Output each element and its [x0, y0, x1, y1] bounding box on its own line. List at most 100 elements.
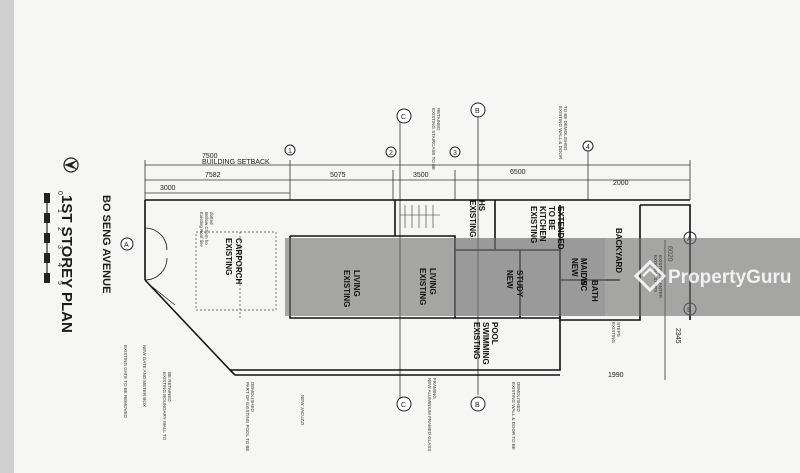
room-labels: EXISTING CARPORCH EXISTING LIVING EXISTI… — [224, 200, 623, 365]
label-kitchen: EXISTING KITCHEN TO BE EXTENDED — [529, 206, 565, 250]
svg-text:dotted: dotted — [209, 212, 214, 225]
staircase — [400, 205, 440, 228]
street-name: BO SENG AVENUE — [100, 195, 112, 293]
svg-text:KITCHEN: KITCHEN — [538, 206, 547, 242]
label-living-1: EXISTING LIVING — [342, 270, 361, 307]
grid-circle-4 — [582, 140, 594, 152]
label-new-study: NEW STUDY — [505, 270, 524, 298]
note-new-jacuzzi: NEW JACUZZI — [300, 395, 305, 425]
svg-text:EXISTING: EXISTING — [529, 206, 538, 243]
dim-2345: 2345 — [674, 328, 681, 344]
svg-text:NEW ALUMINIUM FRAMED GLASS: NEW ALUMINIUM FRAMED GLASS — [427, 378, 432, 451]
note-pool-demolished: PART OF EXISTING POOL TO BE DEMOLISHED — [245, 382, 255, 451]
svg-text:NEW: NEW — [570, 258, 579, 277]
svg-text:Existing Roof line: Existing Roof line — [199, 212, 204, 247]
note-gate-removed: EXISTING GATE TO BE REMOVED — [123, 345, 128, 419]
note-new-gate: NEW GATE AND METER BOX — [142, 345, 147, 407]
svg-text:DEMOLISHED: DEMOLISHED — [516, 382, 521, 413]
svg-text:LIVING: LIVING — [428, 268, 437, 295]
grid-label-b-bottom: B — [475, 402, 480, 409]
svg-text:EXISTING: EXISTING — [224, 238, 233, 275]
scale-tick-3: 3 — [56, 245, 63, 249]
scale-tick-2: 2 — [56, 227, 63, 231]
scale-tick-4: 4 — [56, 263, 63, 267]
dim-1990: 1990 — [608, 372, 624, 379]
svg-text:EXISTING PLANTER: EXISTING PLANTER — [658, 255, 663, 299]
svg-text:EXISTING STAIRCASE TO BE: EXISTING STAIRCASE TO BE — [431, 108, 436, 170]
svg-text:PART OF EXISTING POOL TO BE: PART OF EXISTING POOL TO BE — [245, 382, 250, 451]
grid-label-2: 2 — [389, 150, 393, 157]
svg-text:EXISTING BOUNDARY WALL TO: EXISTING BOUNDARY WALL TO — [162, 372, 167, 441]
dim-2000: 2000 — [613, 180, 629, 187]
svg-text:FRAMING: FRAMING — [432, 378, 437, 399]
svg-text:EXISTING: EXISTING — [418, 268, 427, 305]
svg-text:LIVING: LIVING — [352, 270, 361, 297]
label-maids-wc: NEW MAID'S WC — [570, 258, 588, 292]
svg-text:HS: HS — [477, 200, 486, 212]
dim-6500: 6500 — [510, 169, 526, 176]
dim-5075: 5075 — [330, 172, 346, 179]
svg-text:CARPORCH: CARPORCH — [234, 238, 243, 284]
dim-setback-label: BUILDING SETBACK — [202, 159, 270, 166]
grid-label-4: 4 — [586, 144, 590, 151]
svg-text:Bellow Chem ho: Bellow Chem ho — [204, 212, 209, 245]
label-swimming-pool: EXISTING SWIMMING POOL — [472, 322, 499, 365]
grid-label-a-left: A — [124, 242, 129, 249]
svg-text:POOL: POOL — [490, 322, 499, 345]
grid-circle-c-top — [396, 108, 412, 124]
grid-circle-a-left — [120, 237, 134, 251]
scale-bar: 0 1 2 3 4 5 — [44, 191, 63, 285]
svg-text:MAID'S: MAID'S — [579, 258, 588, 286]
svg-text:STUDY: STUDY — [515, 270, 524, 298]
scale-tick-1: 1 — [56, 209, 63, 213]
note-wall-door-bottom: EXISTING WALL & DOOR TO BE DEMOLISHED — [511, 382, 521, 450]
svg-text:EXISTING WALL & DOOR TO BE: EXISTING WALL & DOOR TO BE — [511, 382, 516, 450]
existing-area-highlight-right — [455, 238, 605, 316]
note-steps-right-2: EXISTING STEPS — [611, 322, 621, 344]
svg-text:NEW: NEW — [505, 270, 514, 289]
watermark-logo-icon — [633, 259, 667, 293]
note-wall-door-top: EXISTING WALL & DOOR TO BE DEMOLISHED — [558, 106, 568, 160]
grid-label-3: 3 — [453, 150, 457, 157]
svg-text:BE RETAINED: BE RETAINED — [167, 372, 172, 402]
svg-text:EXISTING: EXISTING — [342, 270, 351, 307]
svg-text:EXISTING: EXISTING — [611, 322, 616, 344]
grid-circle-c-bottom — [396, 396, 412, 412]
title-block: 1ST STOREY PLAN BO SENG AVENUE 0 1 2 3 4… — [44, 157, 112, 333]
grid-circle-3 — [449, 146, 461, 158]
svg-text:SWIMMING: SWIMMING — [481, 322, 490, 365]
binder-edge — [0, 0, 14, 473]
grid-circle-b-bottom — [470, 396, 486, 412]
svg-text:TO BE: TO BE — [547, 206, 556, 231]
existing-area-highlight — [285, 238, 800, 316]
svg-text:TO BE DEMOLISHED: TO BE DEMOLISHED — [563, 106, 568, 151]
grid-label-c-bottom: C — [401, 402, 406, 409]
grid-label-1: 1 — [288, 148, 292, 155]
note-glass-frames: NEW ALUMINIUM FRAMED GLASS FRAMING — [427, 378, 437, 451]
watermark: PropertyGuru — [633, 259, 792, 293]
svg-text:WC: WC — [579, 278, 588, 292]
dim-3000: 3000 — [160, 185, 176, 192]
note-boundary-wall: EXISTING BOUNDARY WALL TO BE RETAINED — [162, 372, 172, 441]
grid-label-b-top: B — [475, 108, 480, 115]
plan-title: 1ST STOREY PLAN — [58, 195, 75, 333]
dim-setback: 7500 — [202, 153, 218, 160]
svg-text:RETAINED: RETAINED — [436, 108, 441, 131]
watermark-text: PropertyGuru — [668, 267, 792, 288]
carporch-dotted-outline — [195, 231, 277, 320]
north-arrow-icon — [63, 157, 79, 173]
grid-label-c-top: C — [401, 114, 406, 121]
scale-tick-5: 5 — [56, 281, 63, 285]
label-bath: BATH — [590, 280, 599, 302]
svg-text:EXISTING: EXISTING — [472, 322, 481, 359]
note-staircase-top: EXISTING STAIRCASE TO BE RETAINED — [431, 108, 441, 170]
grid-circle-2 — [385, 146, 397, 158]
svg-text:EXISTING WALL & DOOR: EXISTING WALL & DOOR — [558, 106, 563, 160]
label-living-2: EXISTING LIVING — [418, 268, 437, 305]
label-backyard: BACKYARD — [614, 228, 623, 273]
dim-7582: 7582 — [205, 172, 221, 179]
gates — [144, 227, 176, 306]
grid-circle-b-top — [470, 102, 486, 118]
